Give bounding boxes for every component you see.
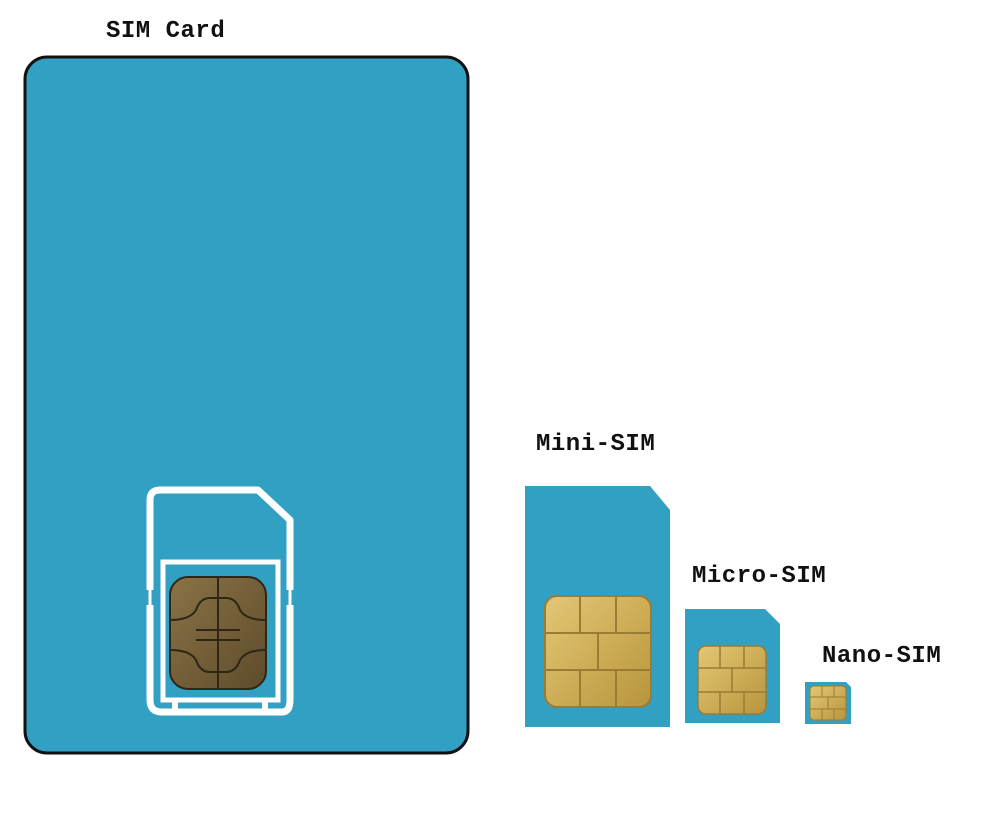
nano-sim-chip bbox=[809, 685, 847, 721]
nano-sim-label: Nano-SIM bbox=[822, 643, 942, 670]
sim-card-chip bbox=[169, 576, 267, 690]
micro-sim-chip bbox=[697, 645, 767, 715]
sim-card bbox=[23, 55, 470, 755]
sim-cutout-outline bbox=[146, 486, 294, 716]
nano-sim bbox=[805, 682, 851, 724]
mini-sim-chip bbox=[544, 595, 652, 708]
sim-card-label: SIM Card bbox=[106, 18, 226, 45]
mini-sim-label: Mini-SIM bbox=[536, 431, 656, 458]
micro-sim-label: Micro-SIM bbox=[692, 563, 827, 590]
mini-sim bbox=[525, 486, 670, 727]
micro-sim bbox=[685, 609, 780, 723]
